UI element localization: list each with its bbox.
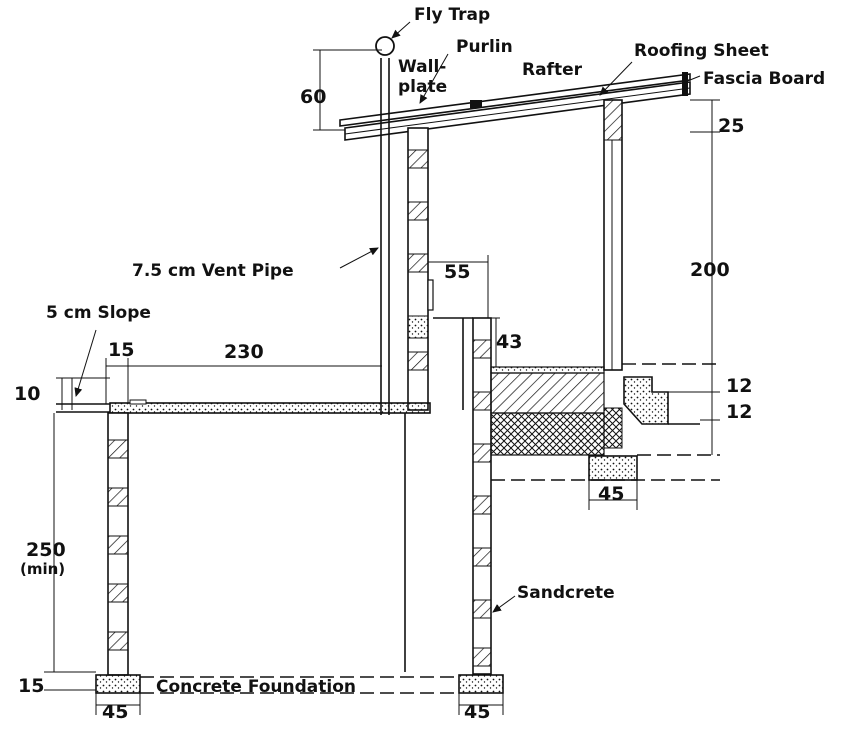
label-purlin: Purlin (456, 37, 513, 57)
fly-trap-icon (375, 36, 395, 56)
dim-slab-10: 10 (14, 383, 40, 405)
dim-footing-right-45: 45 (464, 701, 490, 723)
fascia-board (682, 72, 688, 96)
dim-foundation-15: 15 (18, 675, 44, 697)
label-roofing-sheet: Roofing Sheet (634, 41, 769, 61)
dimension-lines (44, 49, 720, 715)
label-concrete-foundation: Concrete Foundation (156, 677, 356, 697)
step-block (623, 376, 669, 425)
pit-right-wall (433, 317, 492, 675)
leader-lines (74, 21, 701, 613)
dim-width-55: 55 (444, 261, 470, 283)
concrete-foundations (95, 674, 504, 694)
dim-footing-left-45: 45 (102, 701, 128, 723)
label-wall-plate-2: plate (398, 77, 447, 97)
label-fly-trap: Fly Trap (414, 5, 490, 25)
dim-depth-250: 250 (26, 539, 66, 561)
label-rafter: Rafter (522, 60, 583, 80)
dim-height-200: 200 (690, 259, 730, 281)
dim-step-12-upper: 12 (726, 375, 752, 397)
superstructure-right-wall (603, 99, 623, 371)
label-vent-pipe: 7.5 cm Vent Pipe (132, 261, 294, 281)
label-fascia-board: Fascia Board (703, 69, 825, 89)
dim-step-block-45: 45 (598, 483, 624, 505)
vent-pipe (375, 36, 395, 415)
dim-span-230: 230 (224, 341, 264, 363)
superstructure-left-wall (407, 127, 434, 411)
label-wall-plate-1: Wall- (398, 57, 446, 77)
label-sandcrete: Sandcrete (517, 583, 615, 603)
dim-step-43: 43 (496, 331, 522, 353)
pit-left-wall (107, 412, 129, 676)
dim-top-25: 25 (718, 115, 744, 137)
roof-assembly (339, 72, 691, 141)
dim-left-15: 15 (108, 339, 134, 361)
step-fill (490, 366, 700, 481)
dim-roof-rise: 60 (300, 86, 326, 108)
dim-step-12-lower: 12 (726, 401, 752, 423)
squat-slab (56, 399, 431, 414)
dim-depth-min: (min) (20, 560, 65, 578)
label-slope: 5 cm Slope (46, 303, 151, 323)
step-footing (588, 455, 638, 481)
purlin-block (470, 100, 482, 108)
